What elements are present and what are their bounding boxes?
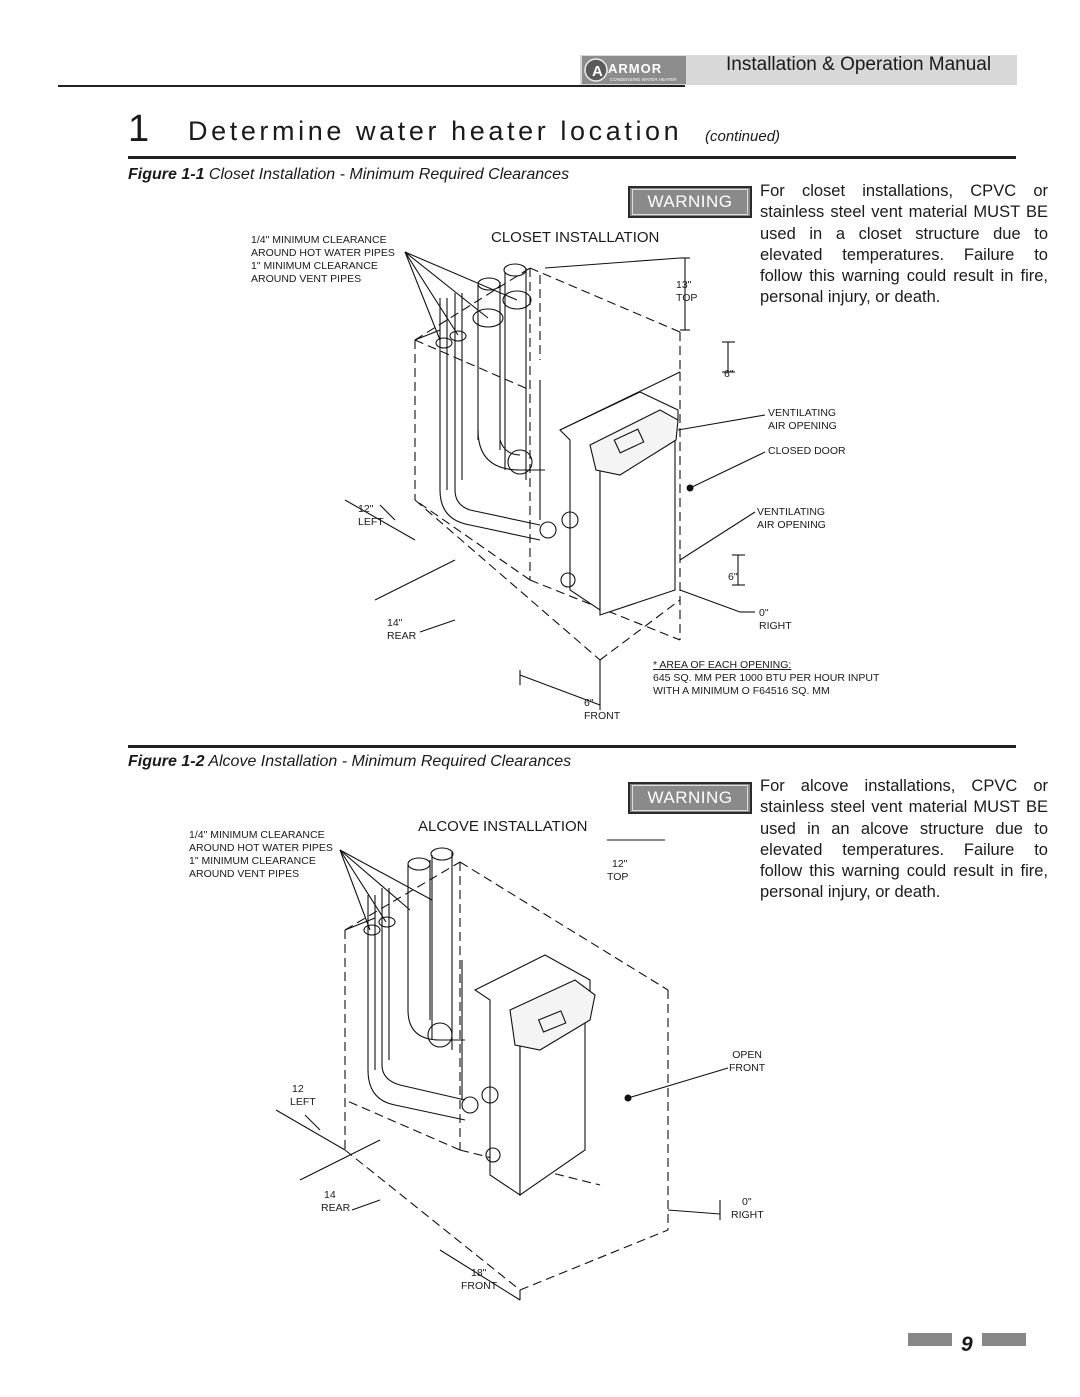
closet-closed-door: CLOSED DOOR bbox=[768, 445, 846, 457]
section-rule bbox=[128, 156, 1016, 159]
alcove-right-value: 0" bbox=[742, 1196, 752, 1208]
warning-badge-1-label: WARNING bbox=[632, 189, 748, 215]
section-number: 1 bbox=[128, 108, 150, 150]
closet-front-value: 6" bbox=[584, 697, 594, 709]
closet-top-label: TOP bbox=[676, 292, 698, 304]
closet-six-lower: 6" bbox=[728, 571, 738, 583]
alcove-open-front: OPEN FRONT bbox=[729, 1049, 766, 1074]
closet-rear-label: REAR bbox=[387, 630, 417, 642]
logo-brand: ARMOR bbox=[608, 61, 662, 76]
closet-left-label: LEFT bbox=[358, 516, 384, 528]
closet-top-value: 13" bbox=[676, 279, 692, 291]
figure-2-number: Figure 1-2 bbox=[128, 753, 205, 770]
alcove-top-label: TOP bbox=[607, 871, 629, 883]
closet-right-label: RIGHT bbox=[759, 620, 792, 632]
warning-badge-1: WARNING bbox=[628, 186, 752, 218]
alcove-clearance-note: 1/4" MINIMUM CLEARANCE AROUND HOT WATER … bbox=[189, 829, 333, 880]
logo-subtitle: CONDENSING WATER HEATER bbox=[610, 77, 677, 82]
alcove-rear-label: REAR bbox=[321, 1202, 351, 1214]
section-continued: (continued) bbox=[705, 128, 781, 145]
closet-clearance-note: 1/4" MINIMUM CLEARANCE AROUND HOT WATER … bbox=[251, 234, 395, 285]
footer-bar-right bbox=[982, 1333, 1026, 1346]
manual-title: Installation & Operation Manual bbox=[726, 54, 992, 75]
warning-badge-2: WARNING bbox=[628, 782, 752, 814]
closet-front-label: FRONT bbox=[584, 710, 621, 722]
closet-six-upper: 6" bbox=[724, 368, 734, 380]
closet-left-value: 12" bbox=[358, 503, 374, 515]
closet-vent-lower: VENTILATING AIR OPENING bbox=[757, 506, 826, 531]
section-title: Determine water heater location bbox=[188, 116, 683, 146]
armor-logo: A ARMOR CONDENSING WATER HEATER bbox=[582, 56, 686, 84]
alcove-top-value: 12" bbox=[612, 858, 628, 870]
alcove-front-value: 18" bbox=[471, 1267, 487, 1279]
figure-divider-rule bbox=[128, 745, 1016, 748]
closet-rear-value: 14" bbox=[387, 617, 403, 629]
header-rule bbox=[58, 85, 685, 87]
alcove-installation-title: ALCOVE INSTALLATION bbox=[418, 818, 588, 835]
figure-2-caption-text: Alcove Installation - Minimum Required C… bbox=[204, 753, 572, 770]
alcove-left-value: 12 bbox=[292, 1083, 304, 1095]
warning-text-1: For closet installations, CPVC or stainl… bbox=[760, 182, 1048, 307]
alcove-rear-value: 14 bbox=[324, 1189, 336, 1201]
figure-1-caption-text: Closet Installation - Minimum Required C… bbox=[204, 166, 570, 183]
svg-text:A: A bbox=[592, 63, 603, 80]
closet-vent-upper: VENTILATING AIR OPENING bbox=[768, 407, 837, 432]
footer-bar-left bbox=[908, 1333, 952, 1346]
closet-installation-title: CLOSET INSTALLATION bbox=[491, 229, 660, 246]
page-number: 9 bbox=[961, 1333, 973, 1356]
warning-text-2: For alcove installations, CPVC or stainl… bbox=[760, 777, 1048, 902]
alcove-left-label: LEFT bbox=[290, 1096, 316, 1108]
figure-1-number: Figure 1-1 bbox=[128, 166, 205, 183]
area-note-line-2: WITH A MINIMUM O F64516 SQ. MM bbox=[653, 685, 830, 697]
figure-2-caption: Figure 1-2 Alcove Installation - Minimum… bbox=[128, 753, 571, 771]
figure-1-caption: Figure 1-1 Closet Installation - Minimum… bbox=[128, 166, 569, 184]
area-note-line-1: 645 SQ. MM PER 1000 BTU PER HOUR INPUT bbox=[653, 672, 880, 684]
warning-badge-2-label: WARNING bbox=[632, 785, 748, 811]
closet-right-value: 0" bbox=[759, 607, 769, 619]
alcove-right-label: RIGHT bbox=[731, 1209, 764, 1221]
alcove-front-label: FRONT bbox=[461, 1280, 498, 1292]
area-note-title: * AREA OF EACH OPENING: bbox=[653, 659, 792, 671]
